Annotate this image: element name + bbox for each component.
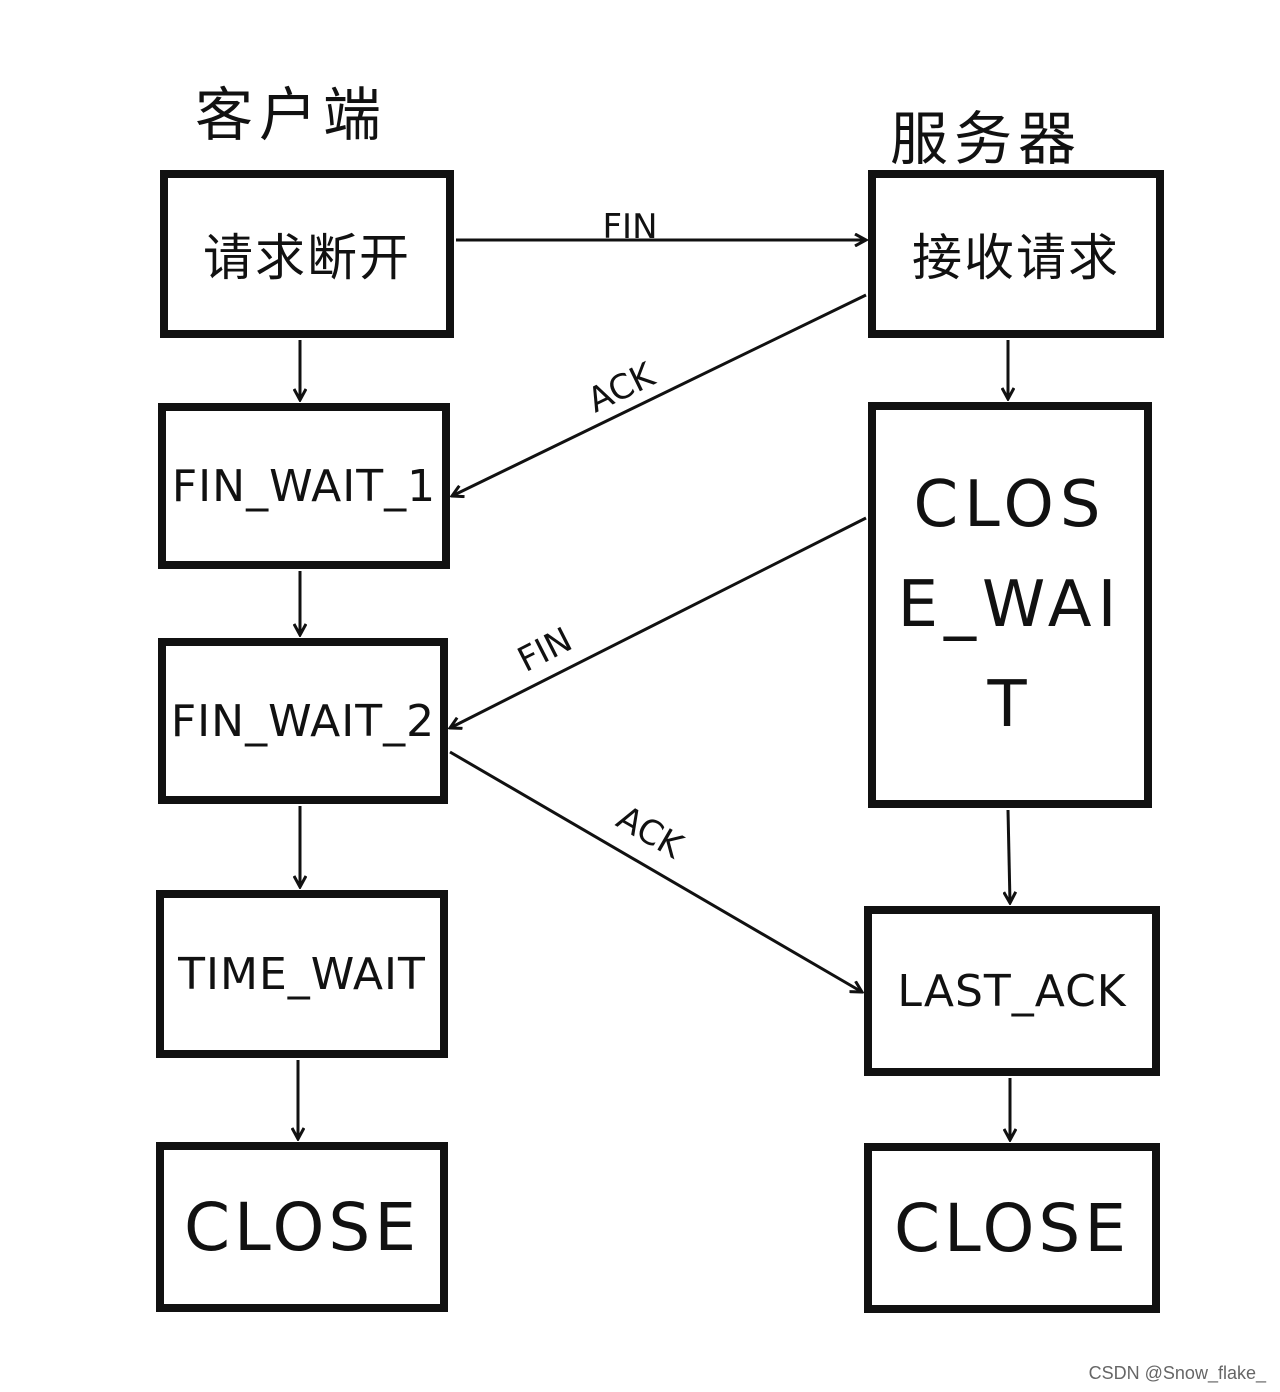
message-arrow-ack-2 — [449, 750, 862, 992]
client-state-time-wait: TIME_WAIT — [156, 890, 448, 1058]
client-state-fin-wait-2-label: FIN_WAIT_2 — [170, 695, 436, 747]
server-column-title: 服务器 — [890, 105, 1083, 173]
server-state-last-ack-label: LAST_ACK — [897, 965, 1127, 1017]
client-state-time-wait-label: TIME_WAIT — [178, 948, 426, 1000]
message-label-fin-2: FIN — [511, 620, 578, 681]
server-state-close-wait: CLOSE_WAIT — [868, 402, 1152, 808]
message-label-ack-2: ACK — [610, 798, 691, 868]
server-state-last-ack: LAST_ACK — [864, 906, 1160, 1076]
client-state-fin-wait-1: FIN_WAIT_1 — [158, 403, 450, 569]
client-state-close-label: CLOSE — [183, 1188, 421, 1266]
message-arrow-ack-1 — [452, 293, 867, 496]
client-state-close: CLOSE — [156, 1142, 448, 1312]
server-state-close-label: CLOSE — [893, 1189, 1131, 1267]
message-label-fin-1: FIN — [602, 207, 657, 247]
server-state-close: CLOSE — [864, 1143, 1160, 1313]
server-state-receive-request-label: 接收请求 — [912, 229, 1120, 287]
client-column-title: 客户端 — [195, 81, 388, 149]
server-transition-2 — [1008, 809, 1010, 903]
client-state-fin-wait-1-label: FIN_WAIT_1 — [171, 460, 437, 512]
csdn-watermark: CSDN @Snow_flake_ — [1088, 1363, 1266, 1383]
message-arrow-fin-2 — [450, 516, 867, 728]
client-state-request-close: 请求断开 — [160, 170, 454, 338]
client-state-request-close-label: 请求断开 — [203, 229, 411, 287]
server-state-close-wait-label: CLOSE_WAIT — [897, 468, 1123, 742]
client-state-fin-wait-2: FIN_WAIT_2 — [158, 638, 448, 804]
server-state-receive-request: 接收请求 — [868, 170, 1164, 338]
message-label-ack-1: ACK — [582, 354, 663, 421]
